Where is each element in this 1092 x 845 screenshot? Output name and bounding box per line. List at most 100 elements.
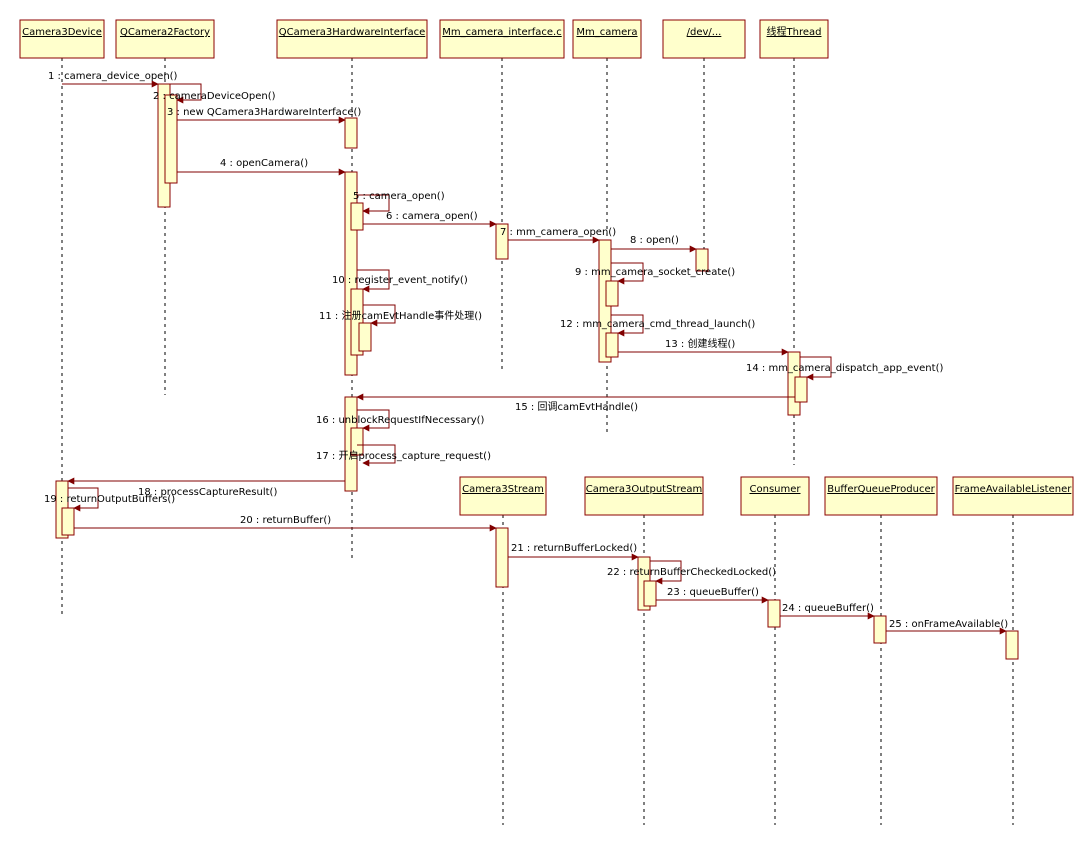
- message-label: 12 : mm_camera_cmd_thread_launch(): [560, 319, 755, 330]
- self-message-arrow: [357, 194, 390, 215]
- message-7[interactable]: 7 : mm_camera_open(): [500, 227, 616, 244]
- self-message-arrow: [68, 487, 99, 512]
- lifeline-head-consumer[interactable]: Consumer: [740, 476, 810, 516]
- message-23[interactable]: 23 : queueBuffer(): [656, 587, 769, 604]
- activation-bar: [1005, 630, 1019, 660]
- activation-bar: [643, 580, 657, 607]
- activation-bar: [695, 248, 709, 272]
- message-10[interactable]: 10 : register_event_notify(): [332, 269, 468, 293]
- message-6[interactable]: 6 : camera_open(): [363, 211, 497, 228]
- lifeline-label: FrameAvailableListener: [955, 484, 1073, 495]
- message-1[interactable]: 1 : camera_device_open(): [48, 71, 178, 88]
- message-12[interactable]: 12 : mm_camera_cmd_thread_launch(): [560, 314, 755, 337]
- message-label: 6 : camera_open(): [386, 211, 478, 222]
- self-message-arrow: [800, 356, 832, 381]
- lifeline-label: Camera3OutputStream: [586, 484, 703, 495]
- lifeline-head-camera3device[interactable]: Camera3Device: [19, 19, 105, 59]
- lifeline-label: Mm_camera_interface.c: [442, 27, 561, 38]
- message-15[interactable]: 15 : 回调camEvtHandle(): [356, 393, 795, 413]
- self-message-arrow: [611, 314, 644, 337]
- message-11[interactable]: 11 : 注册camEvtHandle事件处理(): [319, 304, 482, 327]
- message-label: 1 : camera_device_open(): [48, 71, 178, 82]
- message-label: 7 : mm_camera_open(): [500, 227, 616, 238]
- activation-bar: [767, 599, 781, 628]
- self-message-arrow: [611, 262, 644, 285]
- message-label: 9 : mm_camera_socket_create(): [575, 267, 735, 278]
- activation-bar: [358, 322, 372, 352]
- message-3[interactable]: 3 : new QCamera3HardwareInterface(): [167, 107, 361, 124]
- message-2[interactable]: 2 : cameraDeviceOpen(): [153, 83, 276, 104]
- activation-bar: [344, 117, 358, 149]
- lifeline-label: 线程Thread: [767, 25, 822, 38]
- lifeline-head-thread[interactable]: 线程Thread: [759, 19, 829, 59]
- activation-bar: [164, 94, 178, 184]
- message-label: 21 : returnBufferLocked(): [511, 543, 637, 554]
- activation-bar: [61, 507, 75, 536]
- message-16[interactable]: 16 : unblockRequestIfNecessary(): [316, 409, 485, 432]
- lifeline-head-camera3stream[interactable]: Camera3Stream: [459, 476, 547, 516]
- lifeline-label: QCamera3HardwareInterface: [279, 27, 426, 38]
- message-label: 15 : 回调camEvtHandle(): [515, 401, 638, 413]
- message-label: 8 : open(): [630, 235, 679, 246]
- lifeline-head-qcamera3hwi[interactable]: QCamera3HardwareInterface: [276, 19, 428, 59]
- activation-bar: [495, 527, 509, 588]
- message-25[interactable]: 25 : onFrameAvailable(): [886, 619, 1008, 635]
- activation-bar: [350, 202, 364, 231]
- message-label: 17 : 开启process_capture_request(): [316, 449, 491, 462]
- message-label: 20 : returnBuffer(): [240, 515, 331, 526]
- activation-bar: [605, 280, 619, 307]
- lifeline-head-bufferqueueproducer[interactable]: BufferQueueProducer: [824, 476, 938, 516]
- message-label: 11 : 注册camEvtHandle事件处理(): [319, 309, 482, 322]
- lifeline-label: /dev/...: [687, 27, 722, 38]
- message-18[interactable]: 18 : processCaptureResult(): [67, 477, 345, 498]
- message-label: 3 : new QCamera3HardwareInterface(): [167, 107, 361, 118]
- self-message-arrow: [357, 444, 396, 467]
- message-5[interactable]: 5 : camera_open(): [353, 191, 445, 215]
- message-label: 14 : mm_camera_dispatch_app_event(): [746, 363, 943, 374]
- message-label: 2 : cameraDeviceOpen(): [153, 91, 276, 102]
- message-19[interactable]: 19 : returnOutputBuffers(): [44, 487, 175, 512]
- activation-bar: [495, 223, 509, 260]
- activation-bar: [350, 427, 364, 456]
- lifeline-head-dev[interactable]: /dev/...: [662, 19, 746, 59]
- lifeline-label: Mm_camera: [576, 27, 637, 38]
- message-21[interactable]: 21 : returnBufferLocked(): [508, 543, 639, 561]
- lifeline-label: BufferQueueProducer: [827, 484, 935, 495]
- message-24[interactable]: 24 : queueBuffer(): [780, 603, 875, 620]
- message-13[interactable]: 13 : 创建线程(): [618, 337, 789, 356]
- message-17[interactable]: 17 : 开启process_capture_request(): [316, 444, 491, 467]
- lifeline-head-mm_camera[interactable]: Mm_camera: [572, 19, 642, 59]
- message-14[interactable]: 14 : mm_camera_dispatch_app_event(): [746, 356, 943, 381]
- lifeline-head-qcamera2factory[interactable]: QCamera2Factory: [115, 19, 215, 59]
- self-message-arrow: [650, 560, 682, 585]
- lifeline-label: Camera3Device: [22, 27, 102, 38]
- message-label: 10 : register_event_notify(): [332, 275, 468, 286]
- activation-bar: [794, 376, 808, 403]
- lifeline-head-camera3outputstream[interactable]: Camera3OutputStream: [584, 476, 704, 516]
- lifeline-label: Camera3Stream: [462, 484, 544, 495]
- lifeline-head-frameavailablelistener[interactable]: FrameAvailableListener: [952, 476, 1074, 516]
- message-label: 5 : camera_open(): [353, 191, 445, 202]
- message-20[interactable]: 20 : returnBuffer(): [74, 515, 497, 532]
- message-label: 23 : queueBuffer(): [667, 587, 759, 598]
- message-label: 18 : processCaptureResult(): [138, 487, 277, 498]
- message-9[interactable]: 9 : mm_camera_socket_create(): [575, 262, 735, 285]
- self-message-arrow: [363, 304, 396, 327]
- self-message-arrow: [170, 83, 202, 104]
- message-label: 16 : unblockRequestIfNecessary(): [316, 415, 485, 426]
- message-label: 13 : 创建线程(): [665, 337, 735, 350]
- activation-bar: [605, 332, 619, 358]
- message-4[interactable]: 4 : openCamera(): [177, 158, 346, 176]
- self-message-arrow: [357, 409, 390, 432]
- message-label: 24 : queueBuffer(): [782, 603, 874, 614]
- lifeline-label: QCamera2Factory: [120, 27, 210, 38]
- message-8[interactable]: 8 : open(): [611, 235, 697, 253]
- message-label: 19 : returnOutputBuffers(): [44, 494, 175, 505]
- lifeline-head-mm_camera_interface_c[interactable]: Mm_camera_interface.c: [439, 19, 565, 59]
- message-22[interactable]: 22 : returnBufferCheckedLocked(): [607, 560, 776, 585]
- message-label: 25 : onFrameAvailable(): [889, 619, 1008, 630]
- message-label: 4 : openCamera(): [220, 158, 308, 169]
- message-label: 22 : returnBufferCheckedLocked(): [607, 567, 776, 578]
- activation-bar: [873, 615, 887, 644]
